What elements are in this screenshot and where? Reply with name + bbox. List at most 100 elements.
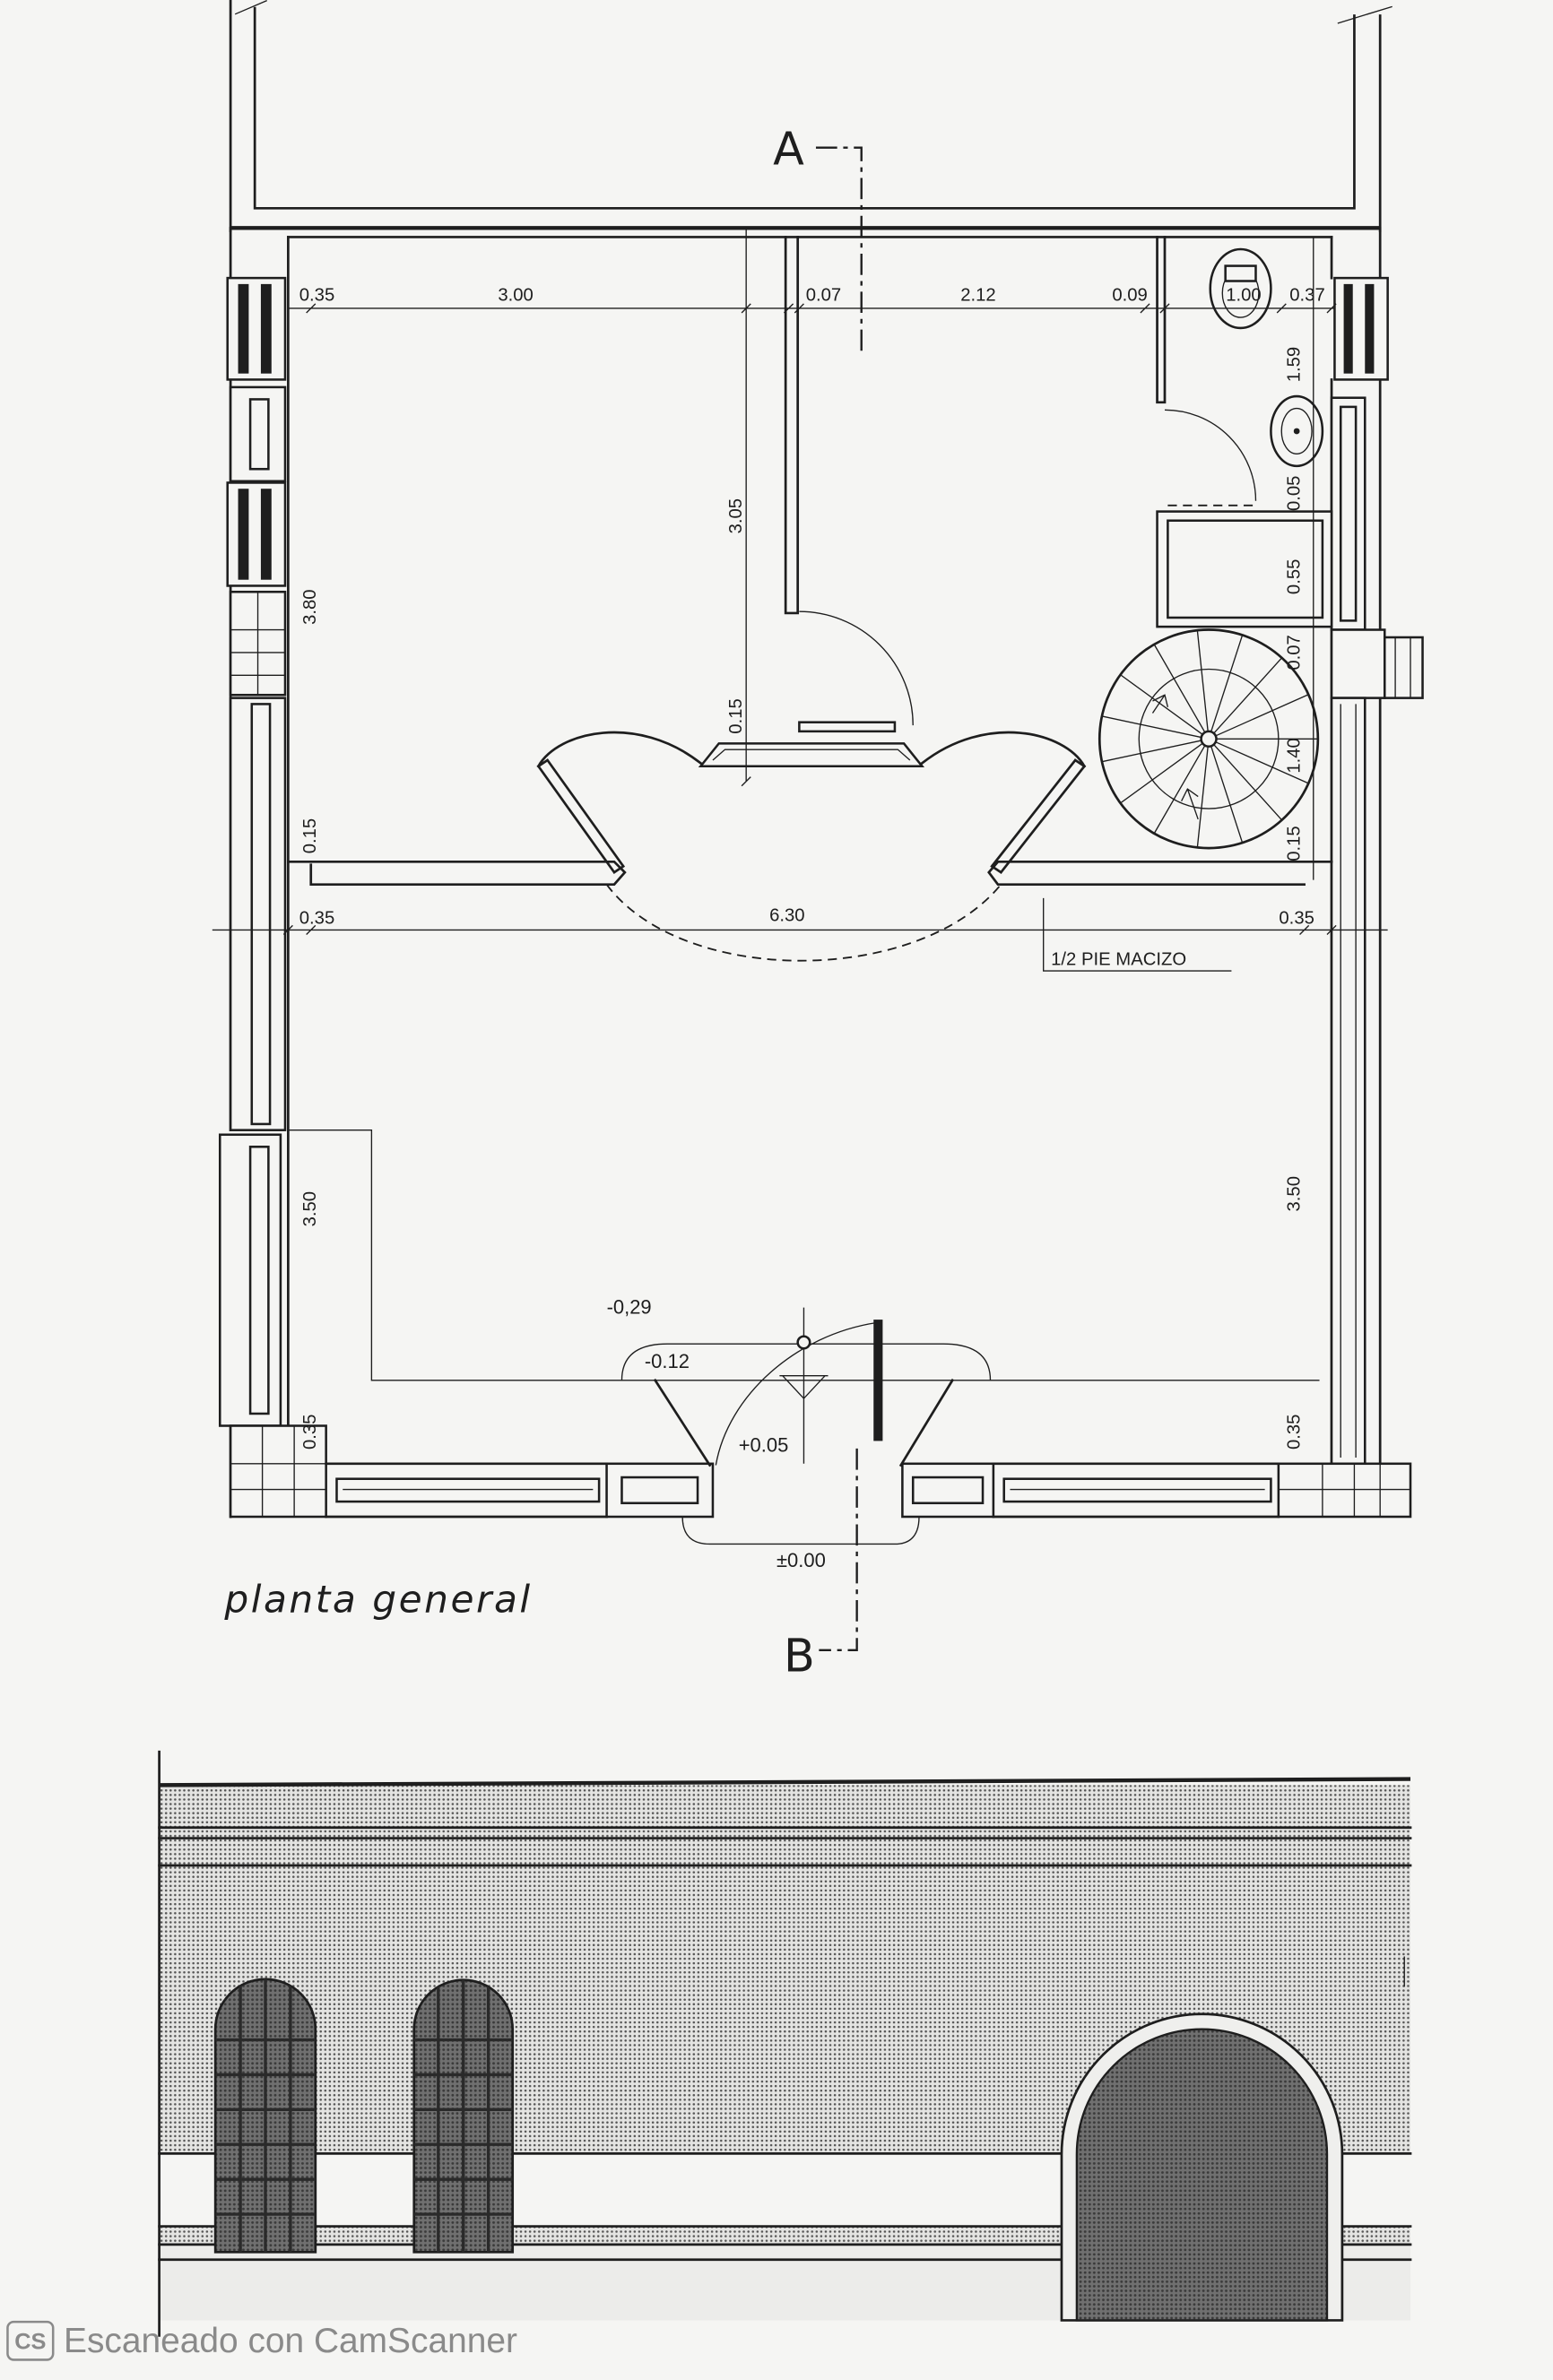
entrance-jamb-right [898,1378,955,1467]
dimension-label: 0.07 [806,285,841,305]
entrance-jamb-left [653,1378,712,1467]
stair-newel [1200,730,1218,749]
exterior-step [681,1516,920,1545]
dimension-label: 0.37 [1289,285,1324,305]
dimension-label: 0.35 [299,285,334,305]
window-left-2-glazing [238,489,249,580]
break-marks [234,0,1392,24]
front-window-right [1002,1477,1272,1503]
arch-swing-dashed [605,884,1002,962]
window-left-2-glazing [260,489,272,580]
corner-pillar-left [229,1424,327,1519]
toilet-tank [1224,264,1257,282]
dimension-label: 1.00 [1226,285,1261,305]
right-wall-windows [1277,276,1424,1519]
window-left-1-glazing [260,283,272,374]
arch-center-piece [698,742,925,768]
lower-room-and-entrance [288,1129,1320,1545]
entrance-door-swing [715,1321,877,1466]
dimension-label: 0.35 [1285,1415,1305,1450]
stair-direction-arrow [1151,694,1199,820]
window-left-1-glazing [238,283,249,374]
level-labels: -0,29 -0.12 +0.05 ±0.00 [607,1295,826,1571]
site-boundary-lines [229,0,1382,233]
floor-step-edge [288,1129,1320,1381]
arch-center-piece-inner [712,749,911,761]
dimension-labels: 0.35 3.00 0.07 2.12 0.09 1.00 0.37 1.59 … [299,285,1325,1450]
window-right-1-glazing [1343,283,1353,374]
dimension-label: 0.35 [299,909,334,929]
window-left-1 [226,276,287,381]
section-line-b [819,1448,858,1652]
partition-left [287,860,627,887]
dimension-label: 3.50 [300,1191,320,1226]
arched-window-1 [213,1978,317,2254]
section-line-a [815,146,863,352]
dimension-label: 0.07 [1285,635,1305,670]
dimension-label: 3.05 [726,498,746,533]
dimension-label: 0.05 [1285,476,1305,511]
front-elevation [158,1750,1412,2337]
level-label-platform: -0,29 [607,1295,652,1318]
scanner-watermark: CS Escaneado con CamScanner [6,2320,517,2361]
dimension-label: 0.09 [1112,285,1147,305]
level-label-interior: +0.05 [739,1433,789,1456]
left-wall-windows [218,276,327,1519]
bathroom-partition [1156,236,1167,404]
scanner-logo-text: CS [14,2330,46,2355]
window-left-lower-inner [248,1146,270,1415]
dimension-label: 2.12 [960,285,995,305]
office-door [798,610,914,733]
level-marker-dot [796,1335,811,1350]
corner-pillar-right-grid [1278,1463,1411,1517]
wall-note: 1/2 PIE MACIZO [1051,949,1186,969]
partition-right [987,860,1333,887]
cornice-lines [158,1826,1412,1867]
corner-pillar-right [1277,1462,1412,1519]
window-slit-right-lower-lines [1340,704,1357,1458]
dimension-label: 0.35 [1279,909,1314,929]
dimension-line-middle [212,924,1388,935]
folding-leaf-right [990,758,1087,875]
entrance-door-leaf [873,1320,883,1441]
dimension-label: 0.15 [300,818,320,853]
dimension-label: 3.50 [1285,1176,1305,1211]
arched-window-1-mullions [215,1978,316,2253]
dimension-line-center [741,228,751,787]
stair-treads [1101,630,1318,848]
section-label-b: B [784,1630,815,1683]
plinth-lines [158,2152,1412,2262]
floor-plan: A B 0.35 3.00 0.07 2.12 0.09 1.00 0.37 1… [212,0,1424,1683]
exterior-box-right [1383,636,1424,699]
spiral-staircase [1098,628,1320,850]
plan-caption: planta general [223,1578,532,1622]
front-facade-openings [325,1462,1280,1519]
shower-tray-inner [1167,519,1324,619]
washbasin-drain [1293,428,1300,435]
dimension-label: 6.30 [769,905,804,925]
dimension-label: 0.15 [726,698,746,733]
scanner-logo [6,2320,55,2361]
arch-outline-left [536,731,703,768]
section-marker-a: A [773,122,863,352]
corner-pillar-left-grid [230,1425,326,1517]
level-marker-triangle [779,1375,829,1400]
scanner-watermark-text: Escaneado con CamScanner [64,2322,517,2360]
arched-doorway [1060,2012,1344,2322]
office-door-leaf [798,721,897,733]
site-boundary [229,0,1392,233]
level-label-step: -0.12 [645,1350,690,1372]
arch-outline-right [920,731,1087,768]
bathroom-door-swing [1164,409,1257,501]
facade-wall-lines [325,1462,1280,1519]
wall-niche-left-inner [248,398,270,471]
window-slit-right-lower [1330,697,1366,1466]
cornice-top-line [159,1777,1411,1787]
arched-doorway-opening [1075,2028,1329,2322]
washbasin-bowl [1280,407,1313,454]
dimension-label: 0.55 [1285,559,1305,594]
window-slit-left-inner [250,703,272,1126]
partition-center [784,236,800,615]
arched-window-2 [412,1978,515,2254]
office-door-swing [799,610,914,726]
